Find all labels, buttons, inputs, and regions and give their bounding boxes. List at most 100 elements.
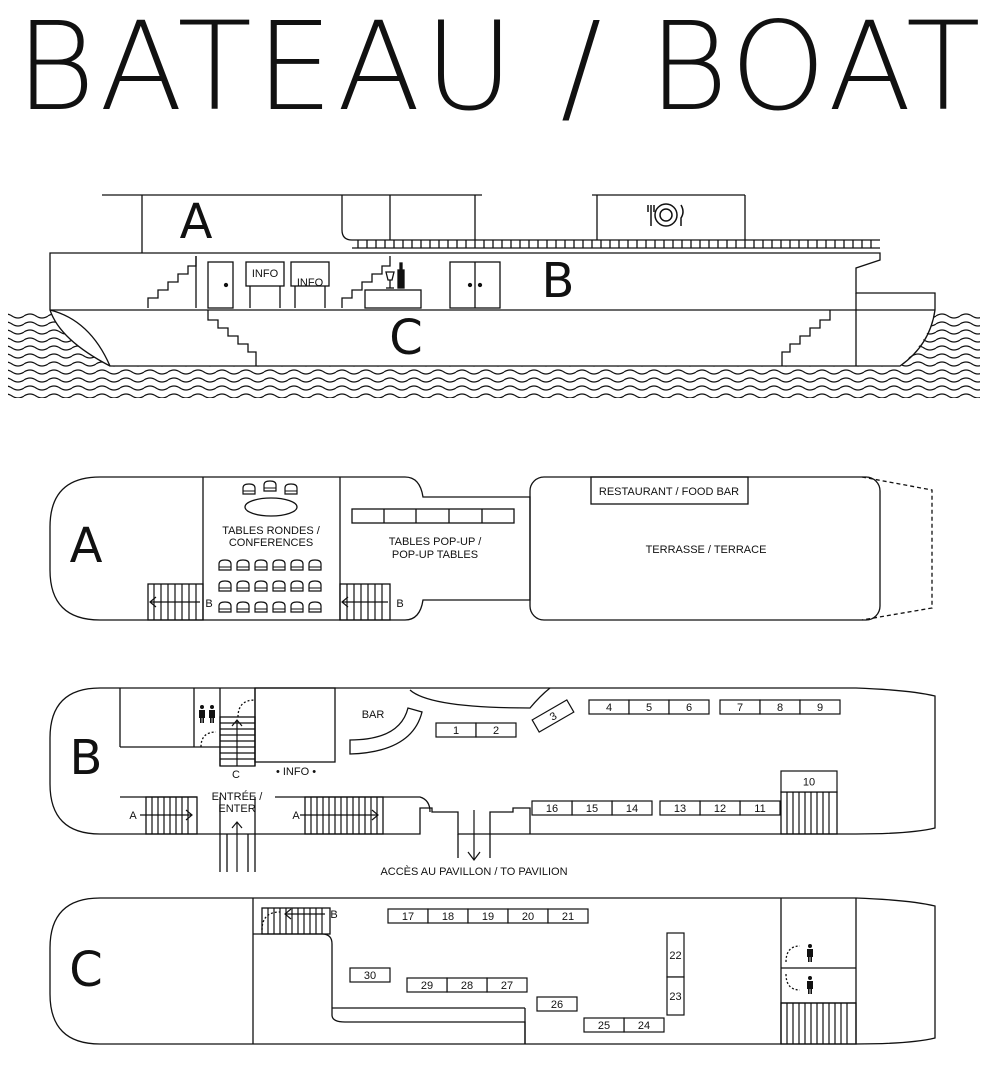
table-12: 12 bbox=[699, 800, 741, 816]
restaurant-label: RESTAURANT / FOOD BAR bbox=[599, 486, 739, 498]
conference-chairs bbox=[218, 559, 322, 613]
table-28: 28 bbox=[446, 977, 488, 993]
deck-b-letter: B bbox=[70, 730, 103, 786]
side-deck-b-label: B bbox=[542, 253, 575, 309]
deck-c-tables: 17 18 19 20 21 22 23 24 25 26 27 28 29 30 bbox=[349, 908, 685, 1033]
table-2: 2 bbox=[475, 722, 517, 738]
bar-label: BAR bbox=[362, 709, 385, 721]
table-15: 15 bbox=[571, 800, 613, 816]
deck-c-plan bbox=[49, 897, 936, 1045]
svg-text:30: 30 bbox=[364, 970, 376, 982]
svg-text:3: 3 bbox=[548, 710, 559, 723]
svg-text:29: 29 bbox=[421, 980, 433, 992]
conference-chair bbox=[218, 601, 232, 613]
deck-b-arrows bbox=[140, 719, 481, 872]
table-1: 1 bbox=[435, 722, 477, 738]
svg-text:4: 4 bbox=[606, 702, 612, 714]
conference-chair bbox=[254, 601, 268, 613]
table-24: 24 bbox=[623, 1017, 665, 1033]
svg-text:9: 9 bbox=[817, 702, 823, 714]
plate-cutlery-icon bbox=[647, 203, 684, 227]
terrace-label: TERRASSE / TERRACE bbox=[646, 544, 767, 556]
table-19: 19 bbox=[467, 908, 509, 924]
table-21: 21 bbox=[547, 908, 589, 924]
table-9: 9 bbox=[799, 699, 841, 715]
table-11: 11 bbox=[739, 800, 781, 816]
deck-b-plan bbox=[49, 687, 936, 872]
table-23: 23 bbox=[666, 976, 685, 1016]
svg-text:14: 14 bbox=[626, 803, 638, 815]
svg-text:22: 22 bbox=[669, 950, 681, 962]
conference-chair bbox=[308, 580, 322, 592]
table-16: 16 bbox=[531, 800, 573, 816]
table-3: 3 bbox=[531, 699, 575, 733]
info-desk-label: • INFO • bbox=[276, 766, 316, 778]
table-26: 26 bbox=[536, 996, 578, 1012]
svg-text:17: 17 bbox=[402, 911, 414, 923]
info-label-2: INFO bbox=[252, 268, 279, 280]
svg-text:7: 7 bbox=[737, 702, 743, 714]
svg-text:27: 27 bbox=[501, 980, 513, 992]
conferences-label: CONFERENCES bbox=[229, 537, 313, 549]
table-7: 7 bbox=[719, 699, 761, 715]
popup-tables-label-2: POP-UP TABLES bbox=[392, 549, 478, 561]
deck-c-letter: C bbox=[69, 942, 103, 998]
table-17: 17 bbox=[387, 908, 429, 924]
table-5: 5 bbox=[628, 699, 670, 715]
table-25: 25 bbox=[583, 1017, 625, 1033]
deck-c-stairs bbox=[267, 908, 848, 1044]
page-title: BATEAU / BOAT bbox=[15, 0, 985, 138]
side-deck-c-label: C bbox=[389, 310, 423, 366]
side-deck-a-label: A bbox=[180, 194, 213, 250]
svg-text:10: 10 bbox=[803, 777, 815, 789]
conference-chair bbox=[236, 601, 250, 613]
table-22: 22 bbox=[666, 932, 685, 978]
svg-text:20: 20 bbox=[522, 911, 534, 923]
deck-c-arrow bbox=[284, 908, 325, 920]
conference-chair bbox=[254, 580, 268, 592]
round-table-chairs bbox=[242, 480, 298, 495]
round-tables-label: TABLES RONDES / bbox=[222, 525, 321, 537]
popup-tables-label-1: TABLES POP-UP / bbox=[389, 536, 482, 548]
stair-b-label-2: B bbox=[396, 598, 403, 610]
toilet-icon-c bbox=[807, 944, 813, 994]
svg-text:21: 21 bbox=[562, 911, 574, 923]
stair-c-label: C bbox=[232, 769, 240, 781]
conference-chair bbox=[308, 601, 322, 613]
conference-chair bbox=[218, 559, 232, 571]
table-6: 6 bbox=[668, 699, 710, 715]
table-27: 27 bbox=[486, 977, 528, 993]
wine-glass-bottle-icon bbox=[385, 262, 405, 289]
toilet-icon-b bbox=[199, 705, 215, 723]
table-10: 10 bbox=[780, 770, 838, 793]
svg-text:1: 1 bbox=[453, 725, 459, 737]
conference-chair bbox=[290, 559, 304, 571]
stair-arrows-a bbox=[149, 596, 388, 608]
svg-text:8: 8 bbox=[777, 702, 783, 714]
conference-chair bbox=[272, 580, 286, 592]
conference-chair bbox=[290, 601, 304, 613]
pavilion-access-label: ACCÈS AU PAVILLON / TO PAVILION bbox=[380, 865, 567, 878]
svg-text:28: 28 bbox=[461, 980, 473, 992]
table-30: 30 bbox=[349, 967, 391, 983]
conference-chair bbox=[290, 580, 304, 592]
table-4: 4 bbox=[588, 699, 630, 715]
svg-text:18: 18 bbox=[442, 911, 454, 923]
svg-text:15: 15 bbox=[586, 803, 598, 815]
svg-text:2: 2 bbox=[493, 725, 499, 737]
enter-label-1: ENTRÉE / bbox=[212, 790, 264, 803]
svg-text:24: 24 bbox=[638, 1020, 650, 1032]
table-8: 8 bbox=[759, 699, 801, 715]
svg-text:11: 11 bbox=[754, 803, 765, 815]
deck-a-plan bbox=[49, 476, 933, 621]
conference-chair bbox=[272, 559, 286, 571]
table-13: 13 bbox=[659, 800, 701, 816]
stair-a-label-1: A bbox=[129, 810, 137, 822]
info-label-1: INFO bbox=[297, 277, 324, 289]
conference-chair bbox=[236, 559, 250, 571]
svg-text:12: 12 bbox=[714, 803, 726, 815]
svg-text:25: 25 bbox=[598, 1020, 610, 1032]
svg-text:6: 6 bbox=[686, 702, 692, 714]
